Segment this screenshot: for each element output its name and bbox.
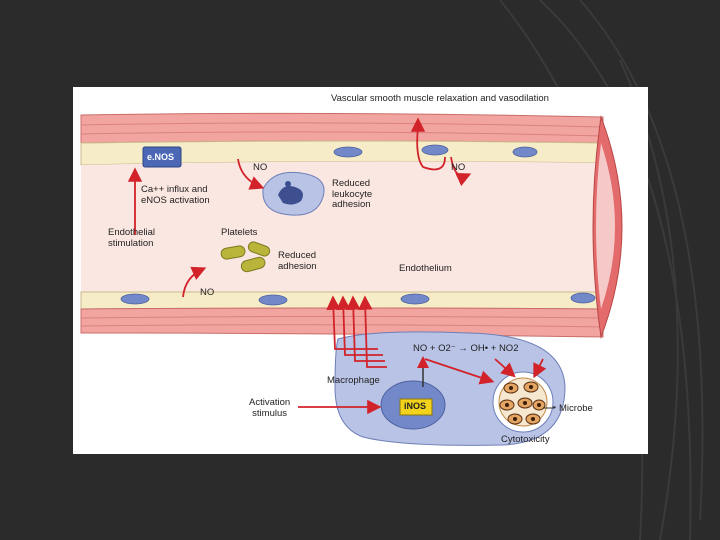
platelets-label: Platelets	[221, 227, 258, 238]
arrow-no-muscle	[410, 117, 446, 171]
arrow-no2-microbe	[533, 358, 547, 379]
arrow-macrophage-1	[326, 295, 378, 350]
macrophage-label: Macrophage	[327, 375, 380, 386]
smooth-muscle-top	[80, 112, 604, 144]
no-label-bottom: NO	[200, 287, 215, 298]
arrow-macrophage-3	[346, 295, 385, 362]
endothelium-bottom	[80, 291, 604, 310]
ca-influx-label: Ca++ influx and eNOS activation	[141, 184, 210, 206]
platelets	[220, 241, 271, 273]
red-arrows	[127, 117, 547, 415]
cytotoxicity-label: Cytotoxicity	[501, 434, 550, 445]
arrow-macrophage-4	[358, 295, 387, 368]
no-label-top-left: NO	[253, 162, 268, 173]
arrow-no-microbe	[424, 358, 495, 385]
inos-box	[399, 398, 433, 416]
arrow-no-leukocyte	[237, 158, 265, 190]
endothelial-stimulation-label: Endothelial stimulation	[108, 227, 156, 249]
reduced-adhesion-label: Reduced adhesion	[278, 250, 317, 272]
enos-box	[142, 146, 182, 168]
endothelial-nuclei-bottom	[120, 292, 596, 306]
inos-label: iNOS	[404, 401, 427, 411]
blood-vessel-diagram	[80, 112, 623, 446]
no-label-top-right: NO	[451, 162, 466, 173]
endothelium-label: Endothelium	[399, 263, 452, 274]
reaction-label: NO + O2⁻ → OH• + NO2	[413, 343, 519, 354]
activation-stimulus-label: Activation stimulus	[249, 397, 291, 419]
arrow-macrophage-2	[336, 295, 383, 356]
diagram-slide: Vascular smooth muscle relaxation and va…	[73, 87, 648, 454]
microbe-cluster	[492, 371, 556, 433]
endothelial-nuclei-top	[333, 144, 538, 158]
microbe-label: Microbe	[559, 403, 593, 414]
diagram-title: Vascular smooth muscle relaxation and va…	[331, 93, 549, 104]
leukocyte	[262, 171, 325, 216]
enos-label: e.NOS	[147, 152, 175, 162]
arrow-oh-microbe	[494, 358, 516, 378]
vessel-lumen	[81, 161, 603, 292]
reduced-leukocyte-adhesion-label: Reduced leukocyte adhesion	[332, 178, 373, 210]
arrow-no-muscle-right	[450, 156, 472, 187]
smooth-muscle-bottom	[80, 307, 604, 338]
arrow-no-platelets	[182, 266, 207, 298]
